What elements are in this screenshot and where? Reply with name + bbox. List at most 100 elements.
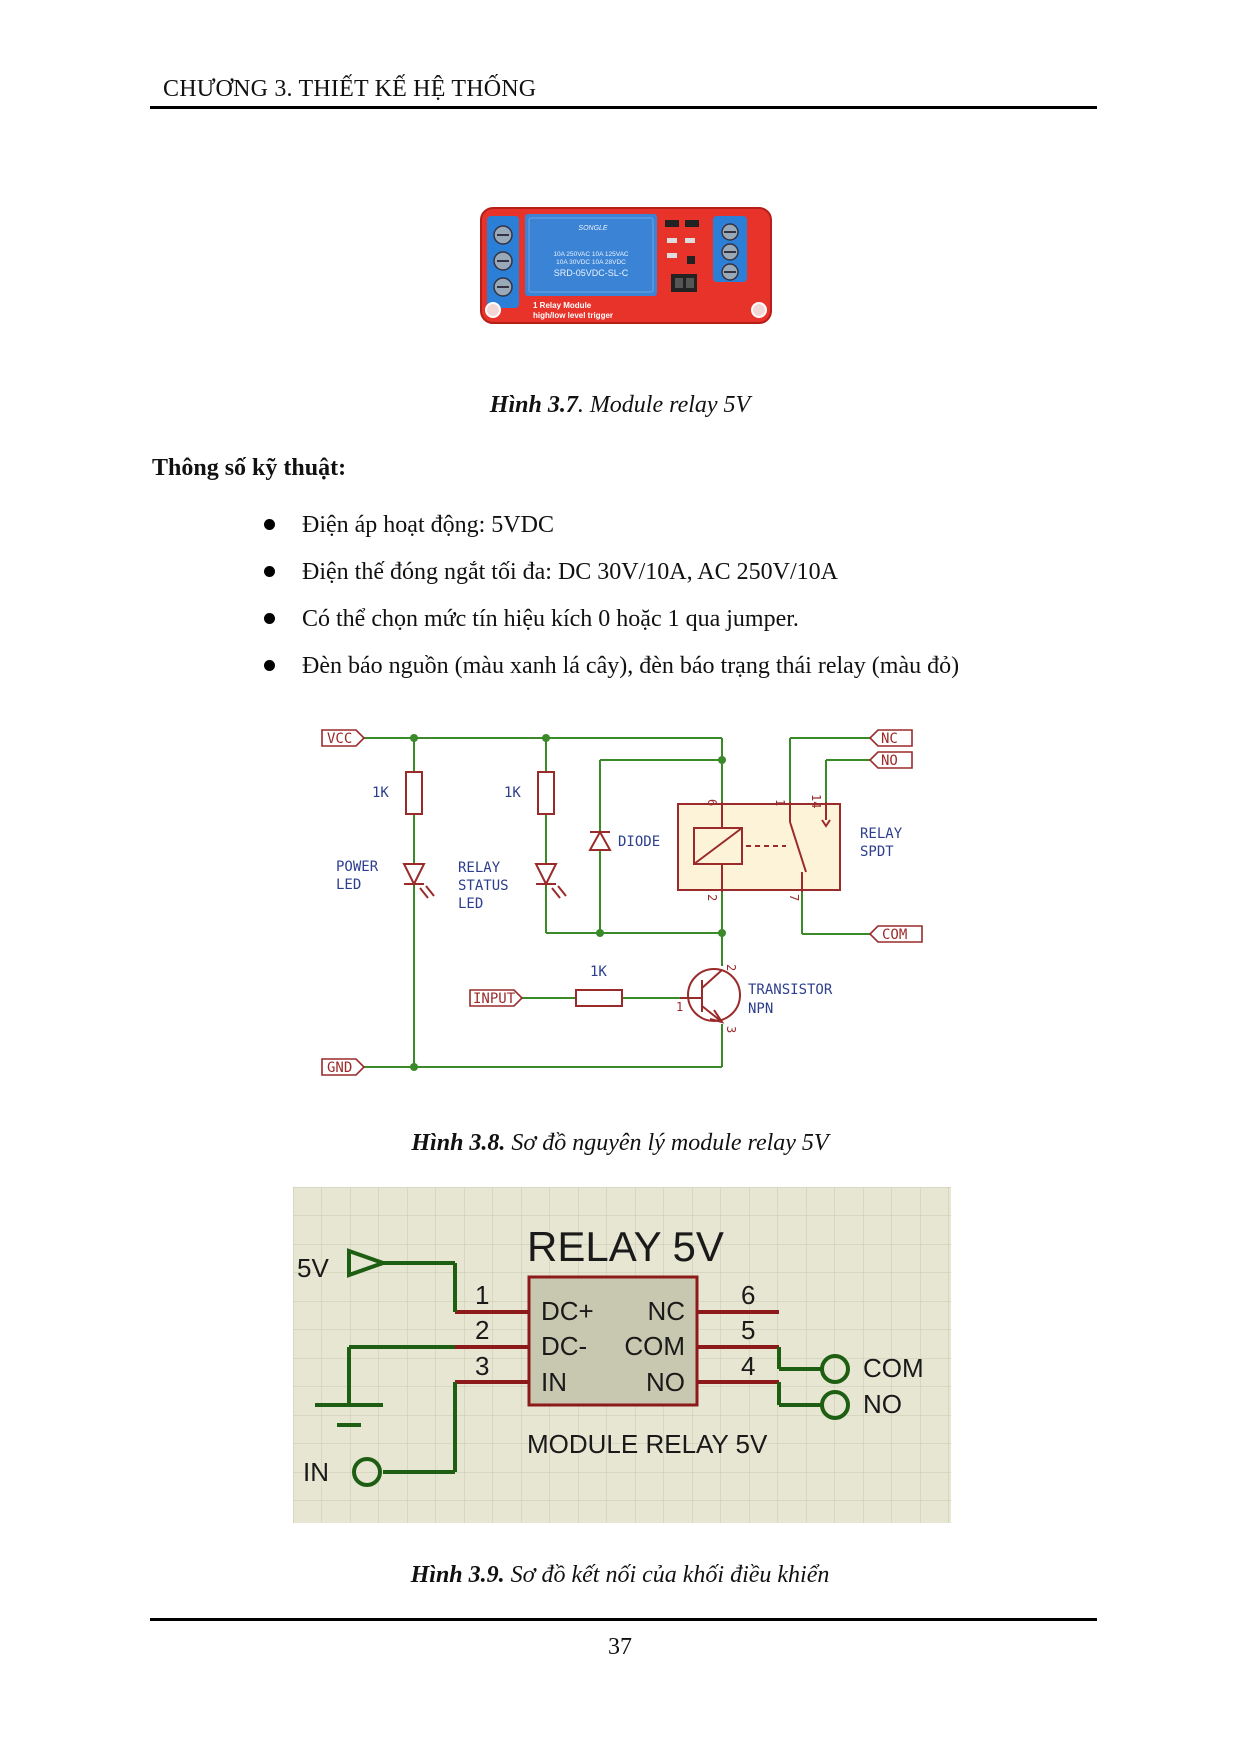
junction-dots — [410, 734, 726, 1071]
caption-text: Sơ đồ kết nối của khối điều khiển — [504, 1562, 830, 1588]
pin-num-6: 6 — [741, 1280, 755, 1310]
caption-text: . Module relay 5V — [577, 392, 751, 418]
caption-text: Sơ đồ nguyên lý module relay 5V — [505, 1130, 829, 1156]
label-no: NO — [863, 1389, 902, 1419]
power-led-label-1: POWER — [336, 859, 379, 875]
module-subtitle: MODULE RELAY 5V — [527, 1429, 768, 1459]
gnd-label: GND — [327, 1060, 352, 1076]
caption-number: Hình 3.8. — [411, 1130, 506, 1156]
module-box — [527, 1275, 699, 1407]
transistor-pin3: 3 — [724, 1026, 738, 1033]
relay-label-1: RELAY — [860, 826, 903, 842]
pin-num-3: 3 — [475, 1351, 489, 1381]
chapter-header: CHƯƠNG 3. THIẾT KẾ HỆ THỐNG — [163, 76, 537, 102]
r3-label: 1K — [590, 964, 607, 980]
relay-pin2: 2 — [705, 894, 719, 901]
power-led-label-2: LED — [336, 877, 361, 893]
com-port — [868, 925, 923, 943]
caption-number: Hình 3.7 — [489, 392, 578, 418]
relay-brand: SONGLE — [578, 225, 608, 232]
bullet-icon — [264, 566, 275, 577]
input-label: INPUT — [473, 991, 516, 1007]
specs-heading: Thông số kỹ thuật: — [152, 455, 347, 481]
list-item: Điện áp hoạt động: 5VDC — [262, 512, 959, 559]
power-5v-symbol — [347, 1248, 390, 1278]
relay-label-2: SPDT — [860, 844, 894, 860]
bullet-icon — [264, 613, 275, 624]
bullet-icon — [264, 519, 275, 530]
pin-dcplus: DC+ — [541, 1296, 594, 1326]
diode-symbol — [588, 829, 612, 851]
nc-port — [868, 729, 913, 747]
relay-model: SRD-05VDC-SL-C — [554, 268, 629, 278]
pin-num-1: 1 — [475, 1280, 489, 1310]
gnd-port — [321, 1058, 366, 1076]
r1-label: 1K — [372, 785, 389, 801]
relay-spec-1: 10A 250VAC 10A 125VAC — [553, 251, 629, 258]
pin-in: IN — [541, 1367, 567, 1397]
header-rule — [150, 106, 1097, 109]
relay-schematic: VCC GND INPUT NC NO COM — [321, 729, 923, 1076]
pin-num-2: 2 — [475, 1315, 489, 1345]
relay-spec-2: 10A 30VDC 10A 28VDC — [556, 259, 626, 266]
resistor-power-led — [405, 771, 423, 815]
board-label-2: high/low level trigger — [533, 311, 613, 320]
no-port — [868, 751, 913, 769]
resistor-status-led — [537, 771, 555, 815]
com-terminal — [820, 1354, 850, 1384]
label-5v: 5V — [297, 1253, 329, 1283]
transistor-label-1: TRANSISTOR — [748, 982, 833, 998]
pin-nc: NC — [647, 1296, 685, 1326]
list-item: Đèn báo nguồn (màu xanh lá cây), đèn báo… — [262, 653, 959, 700]
transistor-pin2: 2 — [724, 964, 738, 971]
nc-label: NC — [881, 731, 898, 747]
label-com: COM — [863, 1353, 924, 1383]
footer-rule — [150, 1618, 1097, 1621]
power-led-symbol — [402, 863, 426, 887]
relay-pin6: 6 — [705, 799, 719, 806]
vcc-label: VCC — [327, 731, 352, 747]
resistor-input — [575, 989, 623, 1007]
pin-no: NO — [646, 1367, 685, 1397]
input-port — [469, 989, 524, 1007]
bullet-icon — [264, 660, 275, 671]
module-title: RELAY 5V — [527, 1223, 724, 1270]
page-number: 37 — [608, 1634, 632, 1660]
relay-module-photo: SONGLE 10A 250VAC 10A 125VAC 10A 30VDC 1… — [480, 207, 772, 324]
pin-num-5: 5 — [741, 1315, 755, 1345]
diode-label: DIODE — [618, 834, 660, 850]
pin-num-4: 4 — [741, 1351, 755, 1381]
no-label: NO — [881, 753, 898, 769]
vcc-port — [321, 729, 366, 747]
status-led-label-3: LED — [458, 896, 483, 912]
pin-com: COM — [624, 1331, 685, 1361]
r2-label: 1K — [504, 785, 521, 801]
in-terminal — [352, 1457, 382, 1487]
status-led-label-1: RELAY — [458, 860, 501, 876]
label-in: IN — [303, 1457, 329, 1487]
status-led-label-2: STATUS — [458, 878, 509, 894]
relay-pin1: 1 — [773, 799, 787, 806]
control-block-diagram: RELAY 5V MODULE RELAY 5V DC+ DC- IN NC C… — [293, 1187, 951, 1523]
specs-list: Điện áp hoạt động: 5VDC Điện thế đóng ng… — [262, 512, 959, 700]
relay-coil — [693, 827, 743, 865]
board-label-1: 1 Relay Module — [533, 301, 592, 310]
figure-3-7-caption: Hình 3.7. Module relay 5V — [0, 392, 1240, 419]
schematic-wires — [364, 737, 870, 1068]
pin-dcminus: DC- — [541, 1331, 587, 1361]
status-led-symbol — [534, 863, 558, 887]
relay-body — [525, 214, 657, 296]
figure-3-8-caption: Hình 3.8. Sơ đồ nguyên lý module relay 5… — [0, 1130, 1240, 1157]
no-terminal — [820, 1390, 850, 1420]
figure-3-9-caption: Hình 3.9. Sơ đồ kết nối của khối điều kh… — [0, 1562, 1240, 1589]
transistor-pin1: 1 — [676, 1000, 683, 1014]
caption-number: Hình 3.9. — [410, 1562, 505, 1588]
com-label: COM — [882, 927, 907, 943]
list-item: Điện thế đóng ngắt tối đa: DC 30V/10A, A… — [262, 559, 959, 606]
relay-switch — [789, 821, 807, 873]
transistor-label-2: NPN — [748, 1001, 773, 1017]
relay-box — [677, 803, 841, 891]
relay-pin14: 14 — [809, 794, 823, 808]
relay-pin7: 7 — [787, 894, 801, 901]
list-item: Có thể chọn mức tín hiệu kích 0 hoặc 1 q… — [262, 606, 959, 653]
